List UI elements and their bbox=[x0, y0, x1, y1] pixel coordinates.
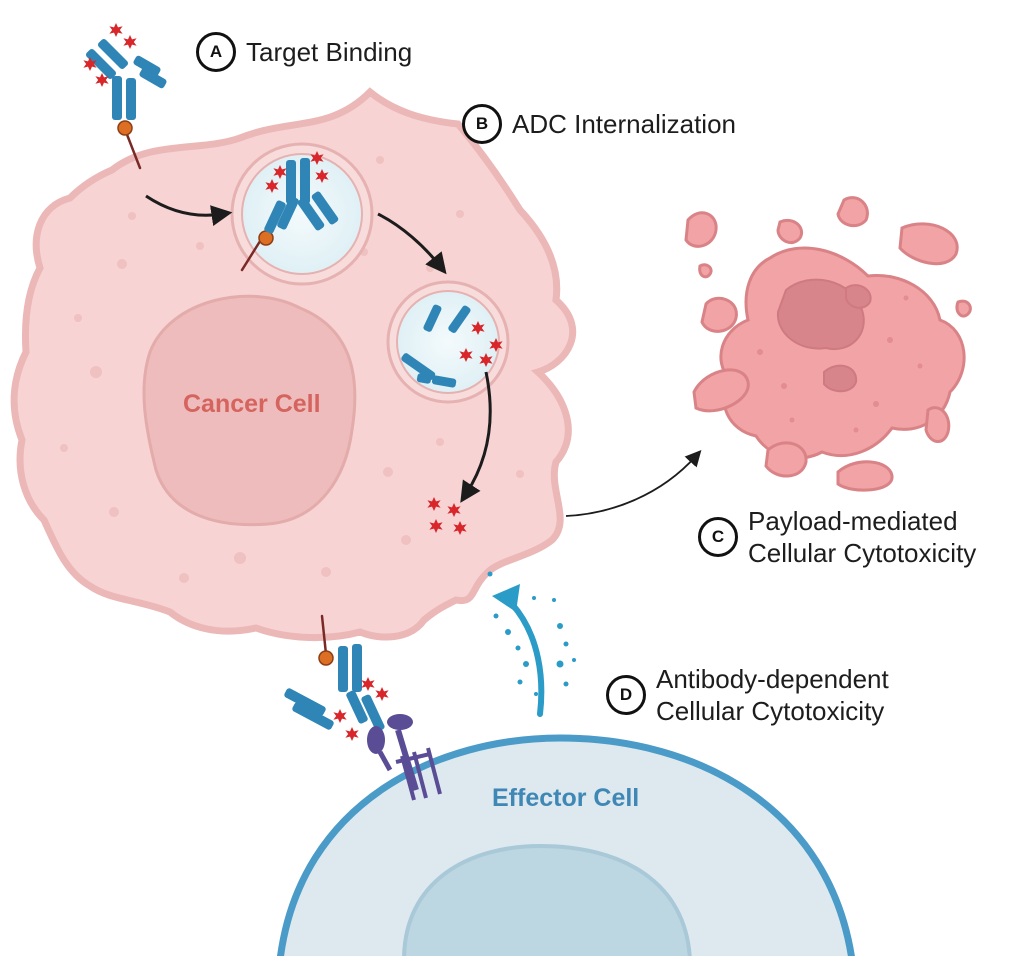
apoptotic-cell-icon bbox=[684, 196, 972, 492]
step-a: A Target Binding bbox=[196, 32, 412, 72]
free-antibody-icon bbox=[83, 23, 167, 170]
lysosome-vesicle-icon bbox=[386, 280, 510, 404]
effector-cell-label: Effector Cell bbox=[492, 784, 640, 812]
endosome-vesicle-icon bbox=[230, 142, 374, 286]
adcc-arrow-icon bbox=[487, 571, 576, 717]
effector-cell bbox=[276, 734, 856, 961]
step-label: Payload-mediated Cellular Cytotoxicity bbox=[748, 506, 977, 568]
internalized-antibody-icon bbox=[240, 151, 339, 272]
fc-receptor-icon bbox=[367, 714, 442, 801]
step-d: D Antibody-dependent Cellular Cytotoxici… bbox=[606, 663, 889, 727]
step-label: ADC Internalization bbox=[512, 109, 736, 139]
step-badge: A bbox=[196, 32, 236, 72]
step-c: C Payload-mediated Cellular Cytotoxicity bbox=[698, 505, 976, 569]
step-badge: B bbox=[462, 104, 502, 144]
step-badge: D bbox=[606, 675, 646, 715]
step-label: Target Binding bbox=[246, 37, 413, 67]
step-b: B ADC Internalization bbox=[462, 104, 736, 144]
process-arrows bbox=[145, 194, 702, 517]
step-badge: C bbox=[698, 517, 738, 557]
bound-antibody-icon bbox=[284, 614, 389, 741]
step-label: Antibody-dependent Cellular Cytotoxicity bbox=[656, 664, 889, 726]
cancer-cell-label: Cancer Cell bbox=[183, 390, 321, 418]
effector-nucleus bbox=[401, 843, 693, 961]
cancer-nucleus bbox=[142, 294, 357, 527]
